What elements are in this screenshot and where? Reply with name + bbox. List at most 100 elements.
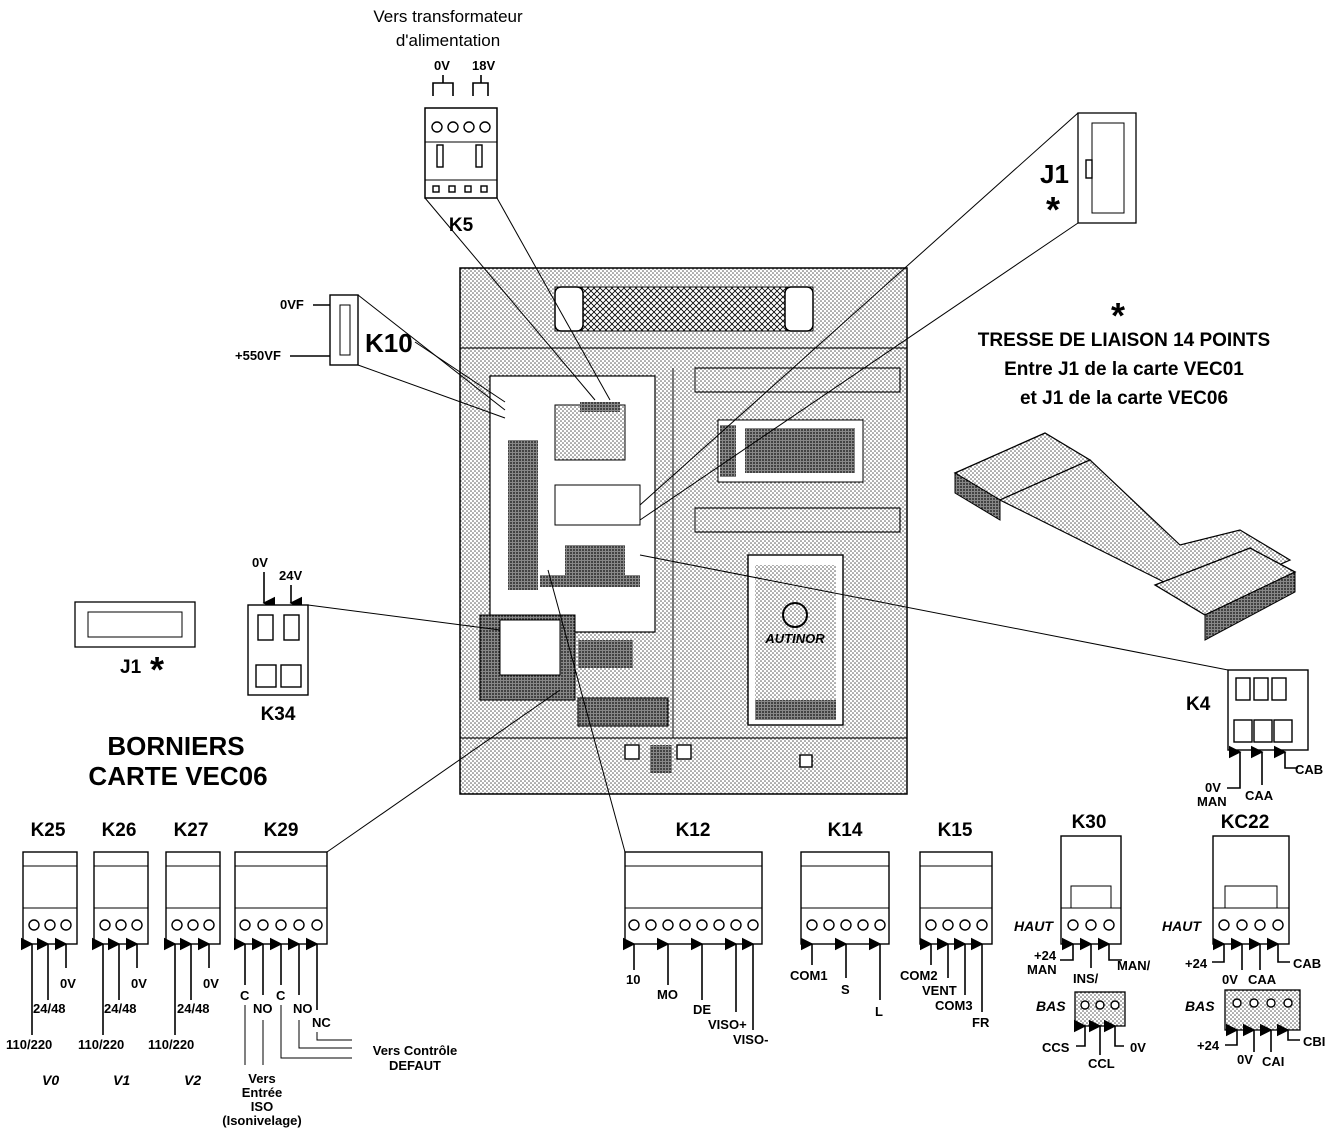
- k29-defaut-2: DEFAUT: [389, 1058, 441, 1073]
- borniers-title-2: CARTE VEC06: [88, 761, 267, 791]
- k34-24v-label: 24V: [279, 568, 302, 583]
- k29-c1: C: [240, 988, 250, 1003]
- kc22-cbi: CBI: [1303, 1034, 1325, 1049]
- k30-label: K30: [1072, 812, 1107, 833]
- k27-label: K27: [174, 820, 209, 841]
- k29-label: K29: [264, 820, 299, 841]
- k30-ins: INS/: [1073, 971, 1099, 986]
- k29-defaut-1: Vers Contrôle: [373, 1043, 458, 1058]
- k4-0v: 0V: [1205, 780, 1221, 795]
- k4-man: MAN: [1197, 794, 1227, 809]
- borniers-title-1: BORNIERS: [107, 731, 244, 761]
- k10-top-label: 0VF: [280, 297, 304, 312]
- k15-fr: FR: [972, 1015, 990, 1030]
- k30-ccs: CCS: [1042, 1040, 1070, 1055]
- kc22-haut: HAUT: [1162, 918, 1202, 934]
- j1-top-star: *: [1046, 189, 1060, 230]
- j1-left-label: J1: [120, 657, 142, 678]
- k30-haut: HAUT: [1014, 918, 1054, 934]
- k29-iso-1: Vers: [248, 1071, 275, 1086]
- k5-18v-label: 18V: [472, 58, 495, 73]
- k4-connector: K4 0V MAN CAA CAB: [1186, 669, 1323, 809]
- k25-b: 24/48: [33, 1001, 66, 1016]
- kc22-plus24: +24: [1185, 956, 1208, 971]
- k27-group: V2: [184, 1072, 201, 1088]
- k29-nc: NC: [312, 1015, 331, 1030]
- k25-label: K25: [31, 820, 66, 841]
- k29-no1: NO: [253, 1001, 273, 1016]
- j1-left-star: *: [150, 649, 164, 690]
- k29-iso-3: ISO: [251, 1099, 273, 1114]
- tresse-line-1: TRESSE DE LIAISON 14 POINTS: [978, 330, 1270, 351]
- k34-label: K34: [261, 704, 296, 725]
- k25-a: 110/220: [6, 1037, 52, 1052]
- k12-label: K12: [676, 820, 711, 841]
- kc22-bas: BAS: [1185, 998, 1215, 1014]
- k34-0v-label: 0V: [252, 555, 268, 570]
- k34-connector: 0V 24V K34: [247, 555, 309, 725]
- k12-10: 10: [626, 972, 640, 987]
- k30-man: MAN: [1027, 962, 1057, 977]
- k15-com3: COM3: [935, 998, 973, 1013]
- k4-cab: CAB: [1295, 762, 1323, 777]
- kc22-label: KC22: [1221, 812, 1270, 833]
- tresse-star: *: [1111, 295, 1125, 336]
- k25-c: 0V: [60, 976, 76, 991]
- tresse-line-2: Entre J1 de la carte VEC01: [1004, 359, 1244, 380]
- k5-0v-label: 0V: [434, 58, 450, 73]
- k30-ccl: CCL: [1088, 1056, 1115, 1071]
- k4-label: K4: [1186, 694, 1211, 715]
- k12-connector: K12 10 MO DE VISO+ VISO-: [622, 820, 768, 1047]
- k4-caa: CAA: [1245, 788, 1274, 803]
- k26-a: 110/220: [78, 1037, 124, 1052]
- k12-mo: MO: [657, 987, 678, 1002]
- k5-connector: 0V 18V K5: [424, 58, 498, 236]
- k30-bas: BAS: [1036, 998, 1066, 1014]
- k30-plus24: +24: [1034, 948, 1057, 963]
- k29-iso-2: Entrée: [242, 1085, 282, 1100]
- k14-l: L: [875, 1004, 883, 1019]
- cabinet: AUTINOR: [459, 267, 908, 795]
- k26-label: K26: [102, 820, 137, 841]
- k30-connector: K30 HAUT +24 MAN INS/ MAN/ BAS CCS CCL 0…: [1014, 812, 1151, 1071]
- kc22-connector: KC22 HAUT +24 0V CAA CAB BAS +24 0V CAI …: [1162, 812, 1325, 1069]
- k10-bottom-label: +550VF: [235, 348, 281, 363]
- k15-connector: K15 COM2 VENT COM3 FR: [900, 820, 993, 1030]
- k14-connector: K14 COM1 S L: [790, 820, 890, 1019]
- k27-c: 0V: [203, 976, 219, 991]
- k29-iso-4: (Isonivelage): [222, 1113, 301, 1128]
- j1-top-label: J1: [1040, 159, 1069, 189]
- k26-b: 24/48: [104, 1001, 137, 1016]
- k5-label: K5: [449, 215, 474, 236]
- k15-vent: VENT: [922, 983, 957, 998]
- k29-c2: C: [276, 988, 286, 1003]
- k25-group: V0: [42, 1072, 59, 1088]
- k26-connector: K26 110/220 24/48 0V V1: [78, 820, 149, 1088]
- k12-de: DE: [693, 1002, 711, 1017]
- kc22-0v: 0V: [1222, 972, 1238, 987]
- ribbon-cable-illustration: [953, 432, 1297, 641]
- k26-group: V1: [113, 1072, 130, 1088]
- k10-connector: 0VF +550VF K10: [235, 294, 413, 366]
- kc22-cai: CAI: [1262, 1054, 1284, 1069]
- tresse-line-3: et J1 de la carte VEC06: [1020, 388, 1228, 409]
- k30-man-slash: MAN/: [1117, 958, 1151, 973]
- k14-label: K14: [828, 820, 863, 841]
- k27-b: 24/48: [177, 1001, 210, 1016]
- k14-com1: COM1: [790, 968, 828, 983]
- k27-a: 110/220: [148, 1037, 194, 1052]
- j1-top-connector: J1 *: [1040, 112, 1137, 230]
- k12-viso-minus: VISO-: [733, 1032, 768, 1047]
- k14-s: S: [841, 982, 850, 997]
- transformer-title-2: d'alimentation: [396, 31, 500, 50]
- k27-connector: K27 110/220 24/48 0V V2: [148, 820, 221, 1088]
- k12-viso-plus: VISO+: [708, 1017, 747, 1032]
- j1-left-connector: J1 *: [74, 601, 196, 690]
- k15-label: K15: [938, 820, 973, 841]
- k26-c: 0V: [131, 976, 147, 991]
- kc22-b-0v: 0V: [1237, 1052, 1253, 1067]
- kc22-cab: CAB: [1293, 956, 1321, 971]
- k30-0v: 0V: [1130, 1040, 1146, 1055]
